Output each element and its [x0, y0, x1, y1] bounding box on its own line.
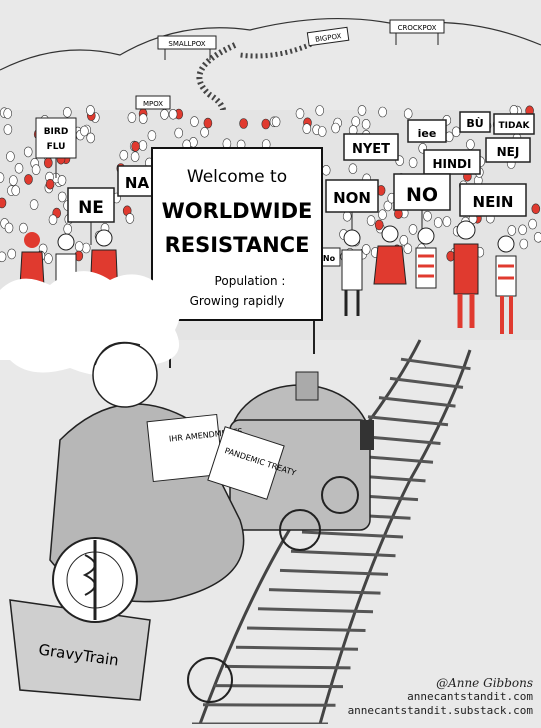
svg-text:BIGPOX: BIGPOX: [315, 32, 342, 44]
sign-smallpox: SMALLPOX: [157, 35, 217, 60]
welcome-line2: WORLDWIDE: [162, 199, 313, 223]
svg-text:NEIN: NEIN: [473, 193, 514, 211]
welcome-sign: Welcome to WORLDWIDE RESISTANCE Populati…: [151, 147, 323, 368]
train-striped-light: [360, 420, 374, 450]
crowd-sign-no: NO: [393, 173, 451, 230]
crowd-sign-iee: iee: [407, 119, 447, 143]
svg-text:SMALLPOX: SMALLPOX: [168, 40, 205, 48]
welcome-line5: Growing rapidly: [190, 294, 285, 308]
credit-site-1: annecantstandit.com: [407, 690, 533, 703]
distant-track-upper: [239, 37, 322, 59]
svg-text:NEJ: NEJ: [497, 145, 520, 159]
svg-text:FLU: FLU: [47, 142, 66, 152]
crowd-sign-ne: NE: [67, 187, 115, 245]
crowd-sign-nyet: NYET: [343, 133, 399, 161]
svg-text:BIRD: BIRD: [44, 127, 69, 137]
crowd-sign-bu: BÙ: [459, 111, 491, 133]
svg-text:HINDI: HINDI: [433, 157, 472, 171]
sign-bird-flu: BIRD FLU: [35, 117, 77, 178]
svg-text:CROCKPOX: CROCKPOX: [398, 24, 437, 32]
welcome-line3: RESISTANCE: [165, 233, 310, 257]
crowd-sign-na: NA: [117, 165, 157, 197]
train-wheel: [279, 509, 321, 551]
svg-text:iee: iee: [418, 127, 437, 140]
sign-crockpox: CROCKPOX: [389, 19, 445, 45]
svg-text:No: No: [323, 254, 336, 263]
crowd-sign-tidak: TIDAK: [493, 113, 535, 135]
credits: @Anne Gibbons annecantstandit.com anneca…: [333, 676, 533, 718]
official-head: [92, 342, 158, 408]
train-wheel: [187, 657, 233, 703]
credit-site-2: annecantstandit.substack.com: [347, 704, 533, 717]
svg-text:NO: NO: [406, 184, 438, 206]
crowd-sign-non: NON: [325, 179, 379, 235]
who-emblem: [52, 537, 138, 623]
svg-text:TIDAK: TIDAK: [499, 121, 531, 131]
gravy-train: GravyTrain: [9, 371, 374, 703]
train-smokestack: [295, 371, 319, 401]
svg-text:NYET: NYET: [352, 142, 390, 157]
svg-text:NE: NE: [78, 198, 104, 218]
welcome-line1: Welcome to: [187, 167, 287, 187]
credit-signature: @Anne Gibbons: [436, 676, 533, 690]
crowd-sign-hindi: HINDI: [423, 149, 481, 175]
svg-text:MPOX: MPOX: [143, 100, 163, 108]
svg-text:BÙ: BÙ: [466, 117, 483, 130]
sign-mpox: MPOX: [135, 95, 171, 110]
welcome-line4: Population :: [215, 274, 286, 288]
mountain-ridge: [0, 18, 541, 71]
crowd-sign-nej: NEJ: [485, 137, 531, 163]
train-wheel: [321, 476, 359, 514]
svg-text:NON: NON: [333, 189, 371, 207]
crowd-sign-nein: NEIN: [459, 183, 527, 217]
sign-bigpox: BIGPOX: [306, 26, 350, 47]
svg-text:NA: NA: [125, 174, 150, 192]
